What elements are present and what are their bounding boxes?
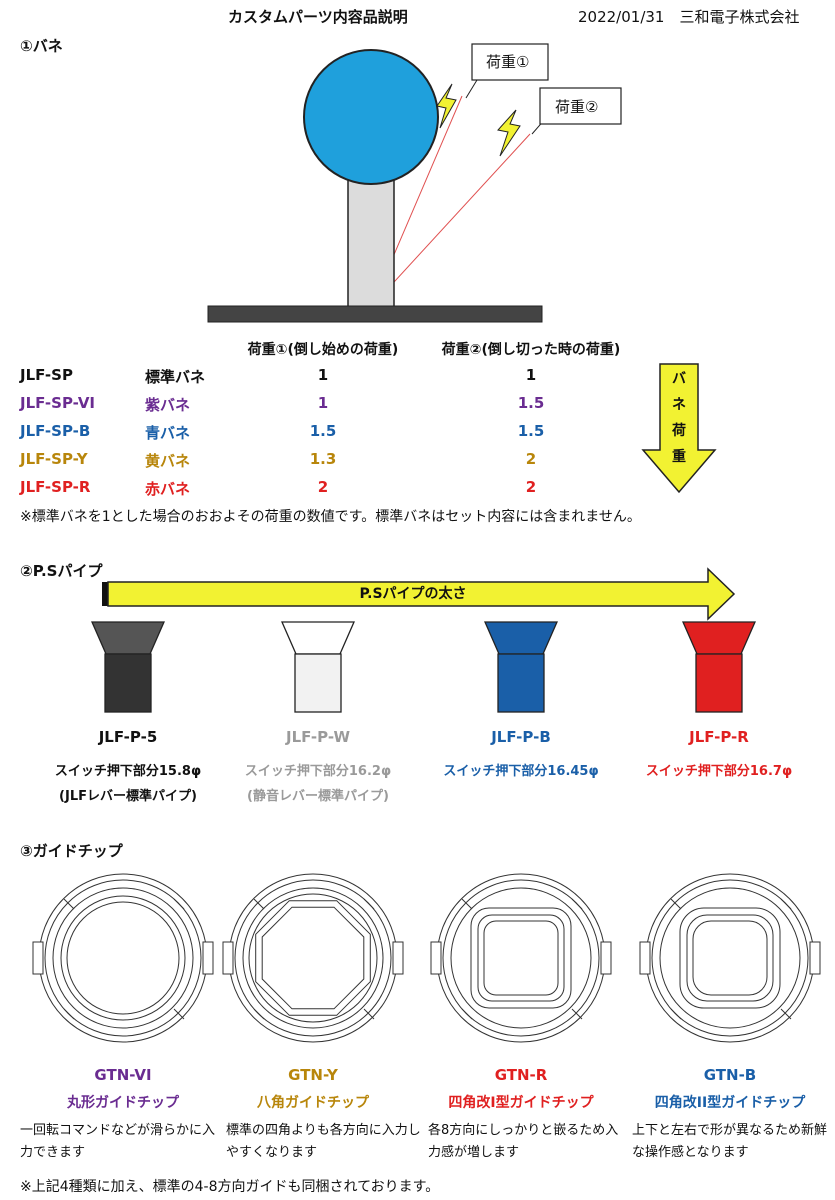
guide-chip-name: GTN-Y [288, 1066, 338, 1084]
guide-chip-description: 標準の四角よりも各方向に入力しやすくなります [226, 1123, 421, 1160]
spring-load1: 1 [317, 366, 329, 384]
guide-chip-type: 四角改II型ガイドチップ [654, 1095, 806, 1111]
pipe-name: JLF-P-5 [98, 728, 158, 746]
pipe-name: JLF-P-R [689, 728, 749, 746]
date-company: 2022/01/31 三和電子株式会社 [578, 8, 800, 26]
guide-chip-type: 八角ガイドチップ [257, 1095, 369, 1111]
spring-code: JLF-SP-Y [20, 450, 88, 468]
load-arrow-label: バ ネ 荷 重 [672, 371, 686, 465]
pipe-icon [682, 621, 756, 713]
lightning-icon [436, 83, 457, 129]
springs-note: ※標準バネを1とした場合のおおよその荷重の数値です。標準バネはセット内容には含ま… [20, 509, 641, 525]
spring-load1: 1 [317, 394, 329, 412]
guides-note: ※上記4種類に加え、標準の4-8方向ガイドも同梱されております。 [20, 1179, 440, 1195]
thickness-arrow [102, 567, 736, 621]
section-pipes-title: ②P.Sパイプ [20, 562, 103, 580]
callout-load2: 荷重② [555, 98, 599, 116]
load-arrow [641, 363, 717, 494]
pipe-icon [281, 621, 355, 713]
guide-chip-name: GTN-VI [94, 1066, 152, 1084]
spring-code: JLF-SP [20, 366, 73, 384]
lever-diagram [207, 43, 622, 323]
pipe-note: (静音レバー標準パイプ) [247, 789, 389, 804]
callout-load1-box [471, 43, 549, 81]
pipe-desc: スイッチ押下部分16.7φ [645, 764, 793, 779]
lever-base [207, 305, 543, 323]
lever-shaft [347, 179, 395, 309]
guide-chip-icon [430, 873, 612, 1043]
lightning-icon [497, 109, 521, 157]
spring-code: JLF-SP-R [20, 478, 91, 496]
guide-chip-name: GTN-B [703, 1066, 757, 1084]
guide-chip-name: GTN-R [494, 1066, 548, 1084]
callout-load2-box [539, 87, 622, 125]
pipe-desc: スイッチ押下部分16.45φ [443, 764, 599, 779]
guide-chip-icon [32, 873, 214, 1043]
spring-code: JLF-SP-VI [20, 394, 96, 412]
spring-code: JLF-SP-B [20, 422, 91, 440]
spring-name: 紫バネ [145, 396, 191, 414]
pipe-note: (JLFレバー標準パイプ) [59, 789, 197, 804]
spring-name: 赤バネ [145, 480, 191, 498]
section-guides-title: ③ガイドチップ [20, 842, 123, 860]
guide-chip-description: 一回転コマンドなどが滑らかに入力できます [20, 1123, 216, 1160]
guide-chip-icon [639, 873, 821, 1043]
spring-load1: 2 [317, 478, 329, 496]
spring-name: 青バネ [145, 424, 191, 442]
spring-load2: 1 [525, 366, 537, 384]
spring-load2: 1.5 [517, 422, 545, 440]
page-title: カスタムパーツ内容品説明 [228, 8, 408, 26]
guide-chip-type: 丸形ガイドチップ [67, 1095, 179, 1111]
spring-load2: 2 [525, 478, 537, 496]
section-springs-title: ①バネ [20, 37, 63, 55]
column-header-load2: 荷重②(倒し切った時の荷重) [441, 342, 621, 358]
callout-load1: 荷重① [486, 53, 530, 71]
pipe-icon [484, 621, 558, 713]
pipe-name: JLF-P-B [491, 728, 551, 746]
column-header-load1: 荷重①(倒し始めの荷重) [247, 342, 399, 358]
spring-name: 標準バネ [145, 368, 206, 386]
pipe-name: JLF-P-W [286, 728, 350, 746]
guide-chip-type: 四角改I型ガイドチップ [448, 1095, 594, 1111]
spring-load2: 2 [525, 450, 537, 468]
pipe-desc: スイッチ押下部分16.2φ [244, 764, 392, 779]
spring-name: 黄バネ [145, 452, 191, 470]
guide-chip-description: 上下と左右で形が異なるため新鮮な操作感となります [632, 1123, 828, 1160]
guide-chip-description: 各8方向にしっかりと嵌るため入力感が増します [428, 1123, 619, 1160]
lever-ball [303, 49, 439, 185]
load2-line [371, 133, 531, 307]
pipe-desc: スイッチ押下部分15.8φ [54, 764, 202, 779]
spring-load1: 1.3 [309, 450, 337, 468]
pipe-icon [91, 621, 165, 713]
spring-load2: 1.5 [517, 394, 545, 412]
spring-load1: 1.5 [309, 422, 337, 440]
guide-chip-icon [222, 873, 404, 1043]
thickness-arrow-label: P.Sパイプの太さ [359, 586, 467, 602]
